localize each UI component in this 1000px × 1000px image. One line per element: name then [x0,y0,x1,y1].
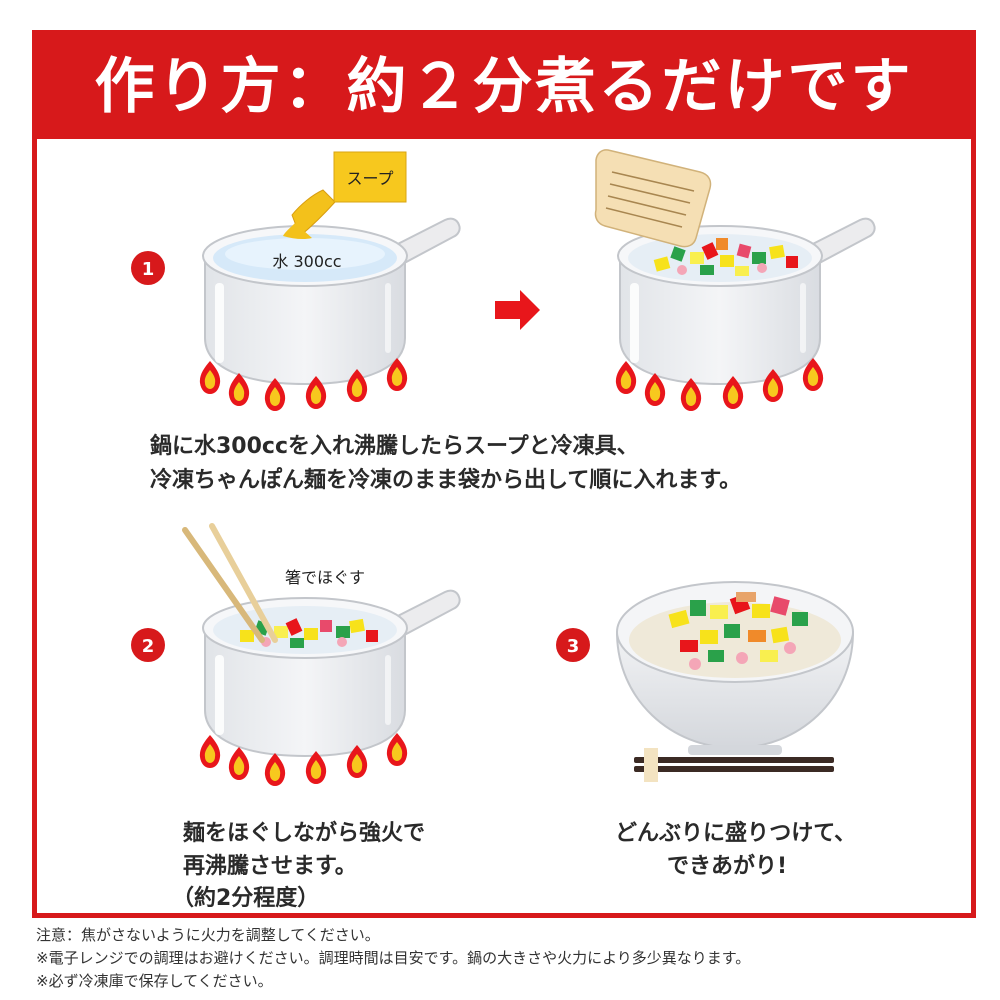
ingredients-pot-2 [240,618,378,648]
step-2-badge: 2 [131,628,165,662]
pot-with-ingredients-illustration [617,217,876,385]
chopsticks-illustration [182,523,278,643]
step-3-description-line-2: できあがり! [667,854,788,879]
page-title: 作り方：約２分煮るだけです [37,35,971,139]
step-2-number: 2 [142,636,155,657]
step-1-description-line-1: 鍋に水300ccを入れ沸騰したらスープと冷凍具、 [150,434,639,459]
note-caution: 注意：焦がさないように火力を調整してください。 [36,926,380,944]
step-2-description-line-1: 麺をほぐしながら強火で [183,821,426,846]
arrow-right-icon [495,290,540,330]
chopsticks-rest-illustration [634,748,834,782]
note-storage: ※必ず冷凍庫で保存してください。 [36,972,273,990]
note-microwave: ※電子レンジでの調理はお避けください。調理時間は目安です。鍋の大きさや火力により… [36,949,751,967]
soup-packet-illustration [283,151,407,240]
water-label: 水 300cc [272,252,341,271]
spatula-illustration [594,149,712,248]
notes: 注意：焦がさないように火力を調整してください。 ※電子レンジでの調理はお避けくだ… [36,924,750,993]
recipe-frame: 作り方：約２分煮るだけです [32,30,976,918]
step-3-number: 3 [567,636,580,657]
step-3-description-line-1: どんぶりに盛りつけて、 [615,821,857,846]
step-2-description-line-2: 再沸騰させます。 [183,854,357,879]
pot-with-water-illustration [202,217,461,385]
ingredients-bowl [668,592,808,670]
ingredients-pot-1 [653,238,798,276]
soup-label: スープ [346,169,393,188]
step-1-description-line-2: 冷凍ちゃんぽん麺を冷凍のまま袋から出して順に入れます。 [150,468,742,493]
step-1-number: 1 [142,259,155,280]
loosen-callout: 箸でほぐす [285,568,365,587]
step-1-badge: 1 [131,251,165,285]
step-3-badge: 3 [556,628,590,662]
step-2-description-line-3: （約2分程度） [172,886,320,911]
